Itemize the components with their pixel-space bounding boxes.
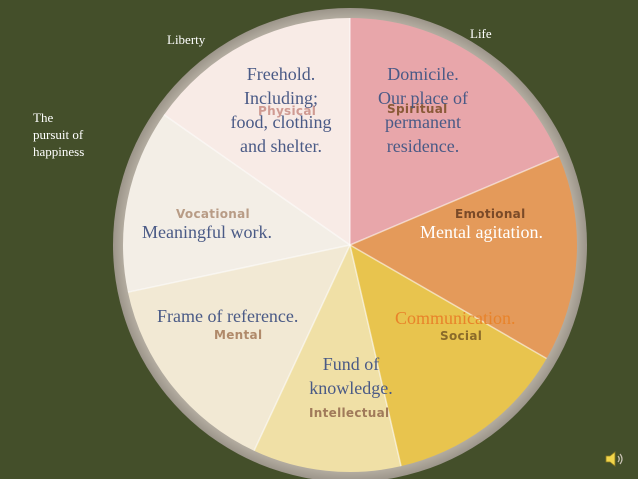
domicile-line-1: Domicile. <box>387 64 459 84</box>
sector-intellectual <box>254 245 402 472</box>
pursuit-line-1: The <box>33 110 54 125</box>
freehold-line-1: Freehold. <box>246 64 316 84</box>
note-fund-of-knowledge: Fund of knowledge. <box>299 352 403 400</box>
note-freehold: Freehold. Including; food, clothing and … <box>218 62 344 158</box>
note-meaningful-work: Meaningful work. <box>142 222 272 242</box>
sector-emotional <box>350 156 577 359</box>
label-life: Life <box>470 26 492 41</box>
note-domicile: Domicile. Our place of permanent residen… <box>364 62 482 158</box>
domicile-line-2: Our place of <box>378 88 468 108</box>
note-mental-agitation: Mental agitation. <box>420 222 543 242</box>
wheel-label-mental: Mental <box>214 328 263 342</box>
note-frame-of-reference: Frame of reference. <box>157 306 299 326</box>
note-communication: Communication. <box>395 308 516 328</box>
sector-mental-divider <box>253 244 351 452</box>
freehold-line-4: and shelter. <box>240 136 322 156</box>
sector-social-divider <box>349 244 547 360</box>
sector-intellectual-divider <box>349 244 402 467</box>
freehold-line-2: Including; <box>244 88 318 108</box>
wheel-label-intellectual: Intellectual <box>309 406 390 420</box>
sector-spiritual <box>350 18 559 245</box>
speaker-icon[interactable] <box>605 451 625 467</box>
sector-physical-divider <box>163 114 351 246</box>
wheel-label-vocational: Vocational <box>176 207 250 221</box>
wheel-label-physical: Physical <box>258 104 317 118</box>
sector-social <box>350 245 547 467</box>
sector-vocational <box>123 114 351 293</box>
domicile-line-4: residence. <box>386 136 460 156</box>
wheel-label-social: Social <box>440 329 483 343</box>
sector-mental <box>127 245 350 451</box>
sector-vocational-divider <box>127 244 351 293</box>
domicile-line-3: permanent <box>385 112 461 132</box>
wheel-label-emotional: Emotional <box>455 207 526 221</box>
sector-physical <box>164 18 350 245</box>
pursuit-line-3: happiness <box>33 144 85 159</box>
freehold-line-3: food, clothing <box>230 112 332 132</box>
label-liberty: Liberty <box>167 32 206 47</box>
wheel-label-spiritual: Spiritual <box>387 102 448 116</box>
label-pursuit-of-happiness: The pursuit of happiness <box>33 109 84 160</box>
pursuit-line-2: pursuit of <box>33 127 84 142</box>
fund-line-1: Fund of <box>322 354 380 374</box>
sector-emotional-divider <box>349 155 560 246</box>
fund-line-2: knowledge. <box>309 378 393 398</box>
